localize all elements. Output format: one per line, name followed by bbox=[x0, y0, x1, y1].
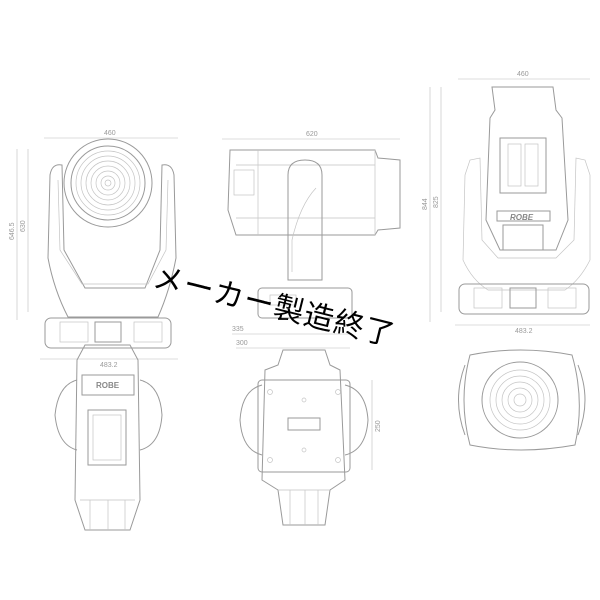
dim-back-height-total: 844 bbox=[422, 198, 429, 210]
dim-back-base-width: 483.2 bbox=[515, 328, 533, 335]
lens-rings bbox=[75, 150, 141, 216]
lens-down-view bbox=[458, 349, 586, 451]
dim-base-depth: 250 bbox=[375, 420, 382, 432]
dim-base-width: 300 bbox=[236, 340, 248, 347]
dim-front-height-total: 646.5 bbox=[9, 222, 16, 240]
front-view: 460 646.5 630 483.2 bbox=[9, 130, 178, 369]
dim-back-width: 460 bbox=[517, 71, 529, 78]
brand-logo-top: ROBE bbox=[96, 381, 120, 390]
brand-logo: ROBE bbox=[510, 213, 534, 222]
dim-front-width: 460 bbox=[104, 130, 116, 137]
side-view: 620 335 bbox=[222, 131, 401, 335]
dim-front-height: 630 bbox=[20, 220, 27, 232]
back-view: 460 844 825 ROBE 483.2 bbox=[422, 71, 591, 335]
base-bottom-view: 300 250 bbox=[236, 340, 382, 526]
dim-back-height: 825 bbox=[433, 196, 440, 208]
mounting-holes bbox=[267, 389, 341, 463]
top-view: ROBE bbox=[54, 344, 163, 531]
dim-side-base-width: 335 bbox=[232, 326, 244, 333]
dim-side-width: 620 bbox=[306, 131, 318, 138]
dim-front-base-width: 483.2 bbox=[100, 362, 118, 369]
